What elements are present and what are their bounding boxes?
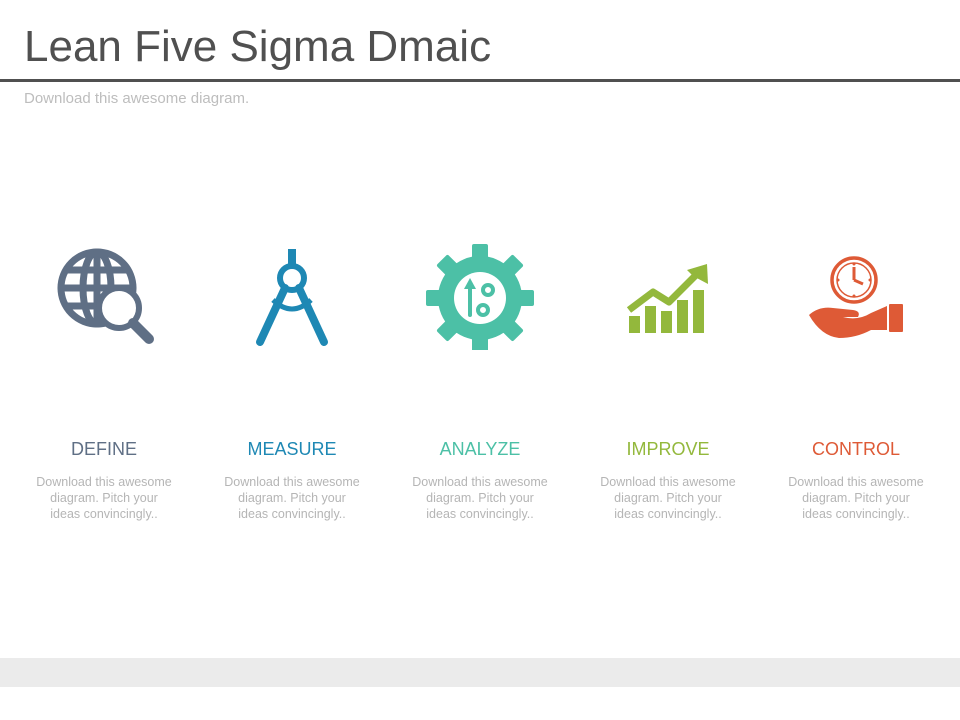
step-description: Download this awesome diagram. Pitch you… <box>36 475 172 521</box>
compass-icon <box>256 249 328 346</box>
step-description: Download this awesome diagram. Pitch you… <box>224 475 360 521</box>
step-label: MEASURE <box>247 439 337 459</box>
step-label: IMPROVE <box>626 439 710 459</box>
page-title: Lean Five Sigma Dmaic <box>24 22 492 71</box>
step-control: CONTROL Download this awesome diagram. P… <box>762 240 950 521</box>
growth-chart-icon <box>626 264 708 333</box>
step-analyze: ANALYZE Download this awesome diagram. P… <box>386 240 574 521</box>
footer-band <box>0 658 960 687</box>
globe-search-icon <box>57 248 154 344</box>
title-divider <box>0 79 960 82</box>
step-label: DEFINE <box>70 439 137 459</box>
step-description: Download this awesome diagram. Pitch you… <box>600 475 736 521</box>
step-description: Download this awesome diagram. Pitch you… <box>788 475 924 521</box>
step-label: ANALYZE <box>439 439 521 459</box>
gear-percent-icon <box>426 244 534 350</box>
step-measure: MEASURE Download this awesome diagram. P… <box>198 240 386 521</box>
step-description: Download this awesome diagram. Pitch you… <box>412 475 548 521</box>
clock-hand-icon <box>809 256 903 338</box>
step-improve: IMPROVE Download this awesome diagram. P… <box>574 240 762 521</box>
step-define: DEFINE Download this awesome diagram. Pi… <box>10 240 198 521</box>
step-label: CONTROL <box>811 439 900 459</box>
page-subtitle: Download this awesome diagram. <box>24 90 250 107</box>
